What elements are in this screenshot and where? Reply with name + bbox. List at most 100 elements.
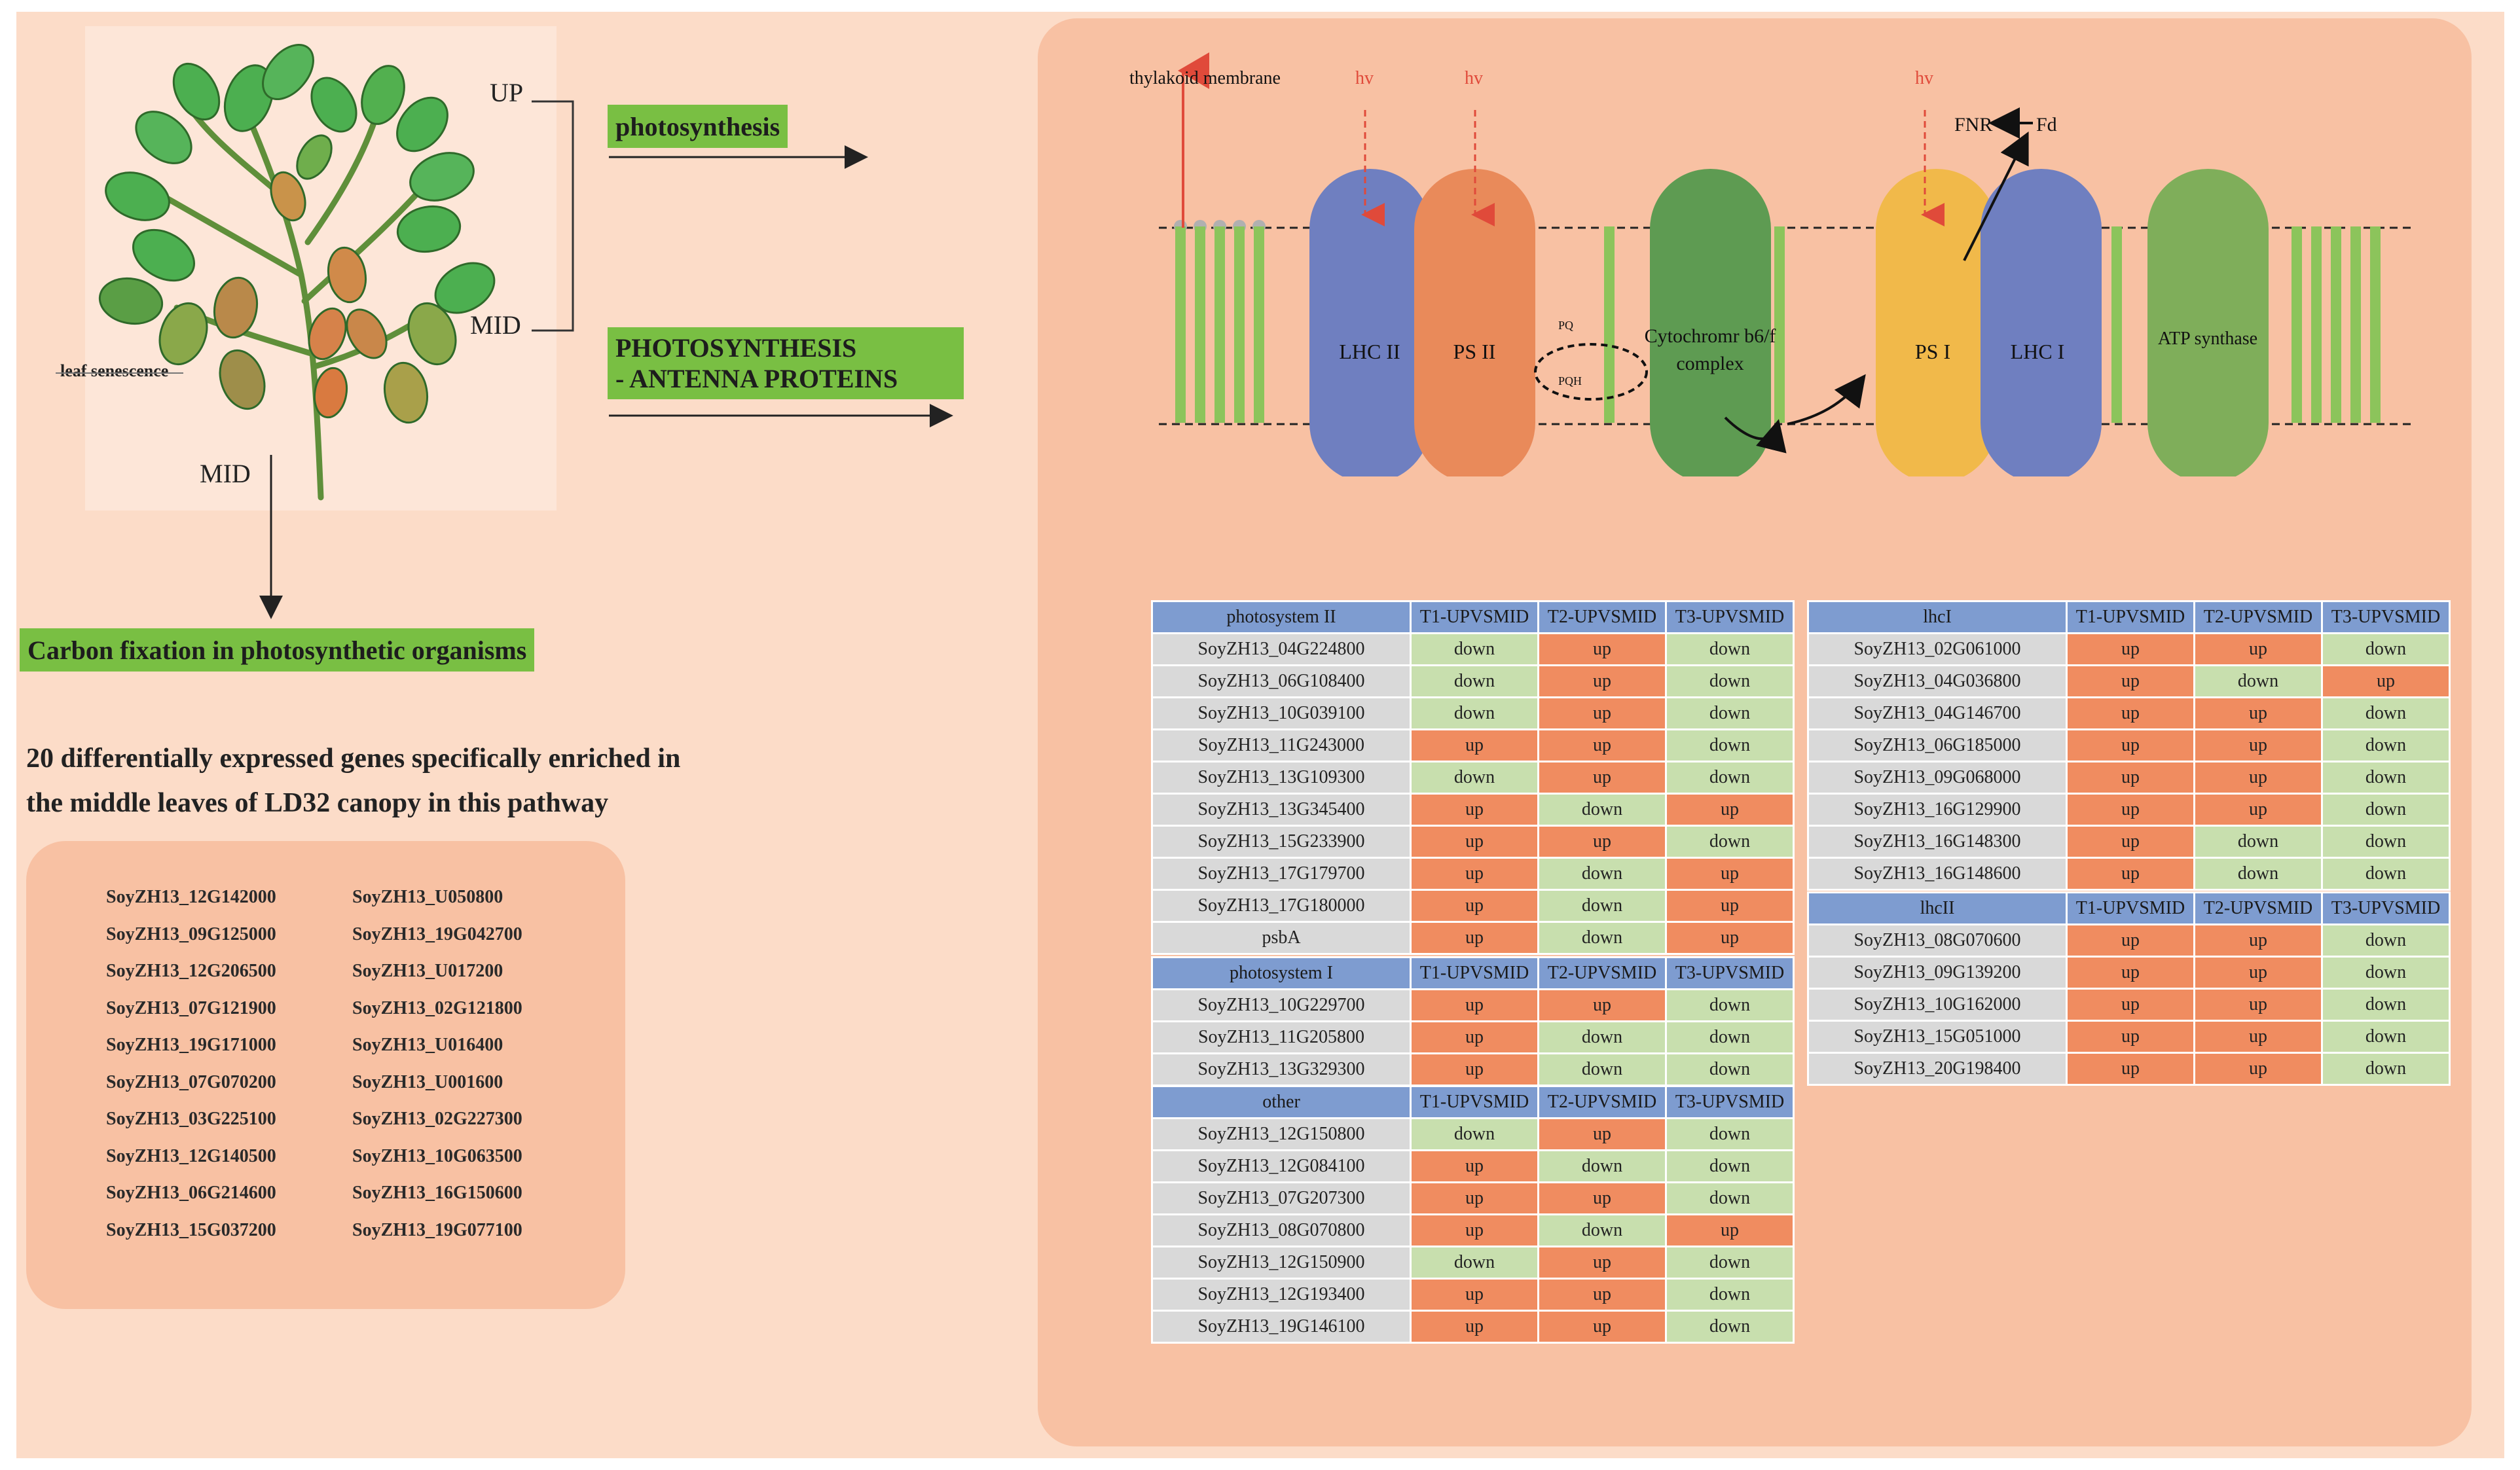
gene-id-cell: SoyZH13_17G180000 xyxy=(1151,889,1412,923)
column-header: T2-UPVSMID xyxy=(1537,1085,1667,1119)
regulation-cell: down xyxy=(2321,956,2451,990)
regulation-cell: up xyxy=(1537,632,1667,666)
regulation-cell: up xyxy=(2066,1052,2195,1086)
regulation-cell: up xyxy=(2193,956,2323,990)
regulation-cell: up xyxy=(2193,1020,2323,1054)
summary-text: 20 differentially expressed genes specif… xyxy=(26,736,680,825)
hv-label-2: hv xyxy=(1465,68,1483,88)
ps1-complex xyxy=(1876,169,1997,476)
column-header: T3-UPVSMID xyxy=(1665,956,1795,990)
column-header: T1-UPVSMID xyxy=(2066,600,2195,634)
leaf-senescence-label: leaf senescence xyxy=(60,361,169,380)
lhc2-label: LHC II xyxy=(1339,340,1400,363)
regulation-cell: down xyxy=(1665,1310,1795,1344)
gene-id-cell: SoyZH13_04G146700 xyxy=(1807,696,2068,730)
gene-list-item: SoyZH13_09G125000 xyxy=(106,923,276,944)
regulation-cell: up xyxy=(2066,761,2195,795)
gene-list-item: SoyZH13_15G037200 xyxy=(106,1219,276,1240)
regulation-cell: down xyxy=(1665,825,1795,859)
regulation-cell: down xyxy=(1410,696,1539,730)
column-header: T1-UPVSMID xyxy=(1410,1085,1539,1119)
regulation-cell: up xyxy=(1410,728,1539,762)
gene-list-item: SoyZH13_07G070200 xyxy=(106,1071,276,1092)
regulation-cell: up xyxy=(2066,664,2195,698)
regulation-cell: up xyxy=(1537,761,1667,795)
lipid-bilayer-left xyxy=(1174,220,1266,423)
fd-label: Fd xyxy=(2036,114,2057,135)
regulation-cell: up xyxy=(1410,988,1539,1022)
table-section-title: lhcII xyxy=(1807,891,2068,925)
regulation-cell: up xyxy=(1410,793,1539,827)
gene-list-item: SoyZH13_19G171000 xyxy=(106,1035,276,1055)
regulation-cell: up xyxy=(1410,857,1539,891)
regulation-cell: down xyxy=(1665,1181,1795,1215)
regulation-cell: down xyxy=(1665,1246,1795,1280)
regulation-cell: up xyxy=(2193,988,2323,1022)
regulation-cell: up xyxy=(2066,956,2195,990)
lipid-bilayer-right xyxy=(2292,226,2381,423)
regulation-cell: up xyxy=(2193,793,2323,827)
regulation-cell: down xyxy=(2321,696,2451,730)
regulation-cell: up xyxy=(2193,728,2323,762)
mid-label-right: MID xyxy=(470,310,521,340)
regulation-cell: down xyxy=(2321,632,2451,666)
gene-list-item: SoyZH13_U001600 xyxy=(352,1071,503,1092)
gene-id-cell: SoyZH13_16G129900 xyxy=(1807,793,2068,827)
regulation-cell: down xyxy=(1665,1052,1795,1086)
regulation-cell: down xyxy=(1537,889,1667,923)
regulation-cell: up xyxy=(2193,696,2323,730)
gene-id-cell: SoyZH13_12G084100 xyxy=(1151,1149,1412,1183)
gene-list-item: SoyZH13_12G140500 xyxy=(106,1145,276,1166)
lipid-pillar xyxy=(1604,226,1615,423)
column-header: T3-UPVSMID xyxy=(1665,1085,1795,1119)
regulation-cell: up xyxy=(1537,1181,1667,1215)
regulation-cell: up xyxy=(2193,632,2323,666)
regulation-cell: up xyxy=(1410,825,1539,859)
gene-id-cell: SoyZH13_13G109300 xyxy=(1151,761,1412,795)
atp-synthase-label: ATP synthase xyxy=(2158,329,2257,349)
regulation-cell: down xyxy=(1665,1020,1795,1054)
lipid-pillar xyxy=(2111,226,2122,423)
gene-id-cell: SoyZH13_16G148600 xyxy=(1807,857,2068,891)
column-header: T3-UPVSMID xyxy=(2321,600,2451,634)
gene-list-item: SoyZH13_12G142000 xyxy=(106,887,276,907)
gene-id-cell: SoyZH13_12G150900 xyxy=(1151,1246,1412,1280)
gene-id-cell: SoyZH13_08G070600 xyxy=(1807,923,2068,958)
gene-id-cell: SoyZH13_10G039100 xyxy=(1151,696,1412,730)
antenna-line1: PHOTOSYNTHESIS xyxy=(615,333,857,363)
regulation-cell: up xyxy=(2066,632,2195,666)
gene-list-item: SoyZH13_19G042700 xyxy=(352,923,522,944)
summary-line1: 20 differentially expressed genes specif… xyxy=(26,744,681,774)
regulation-cell: up xyxy=(2066,728,2195,762)
gene-id-cell: SoyZH13_16G148300 xyxy=(1807,825,2068,859)
column-header: T2-UPVSMID xyxy=(1537,956,1667,990)
regulation-cell: down xyxy=(2193,664,2323,698)
regulation-cell: up xyxy=(1537,1310,1667,1344)
regulation-cell: up xyxy=(1410,889,1539,923)
gene-list-item: SoyZH13_02G121800 xyxy=(352,997,522,1018)
regulation-cell: up xyxy=(1410,1181,1539,1215)
regulation-cell: up xyxy=(2193,923,2323,958)
cytochrome-label-1: Cytochromr b6/f xyxy=(1645,325,1776,347)
thylakoid-membrane-diagram: thylakoid membrane hv hv hv FNR Fd LHC I… xyxy=(1129,52,2413,476)
regulation-cell: down xyxy=(1410,1117,1539,1151)
regulation-cell: up xyxy=(1410,1213,1539,1247)
regulation-cell: down xyxy=(1665,664,1795,698)
regulation-cell: down xyxy=(2321,923,2451,958)
atp-synthase xyxy=(2147,169,2269,476)
regulation-cell: up xyxy=(1410,1020,1539,1054)
gene-id-cell: SoyZH13_11G205800 xyxy=(1151,1020,1412,1054)
